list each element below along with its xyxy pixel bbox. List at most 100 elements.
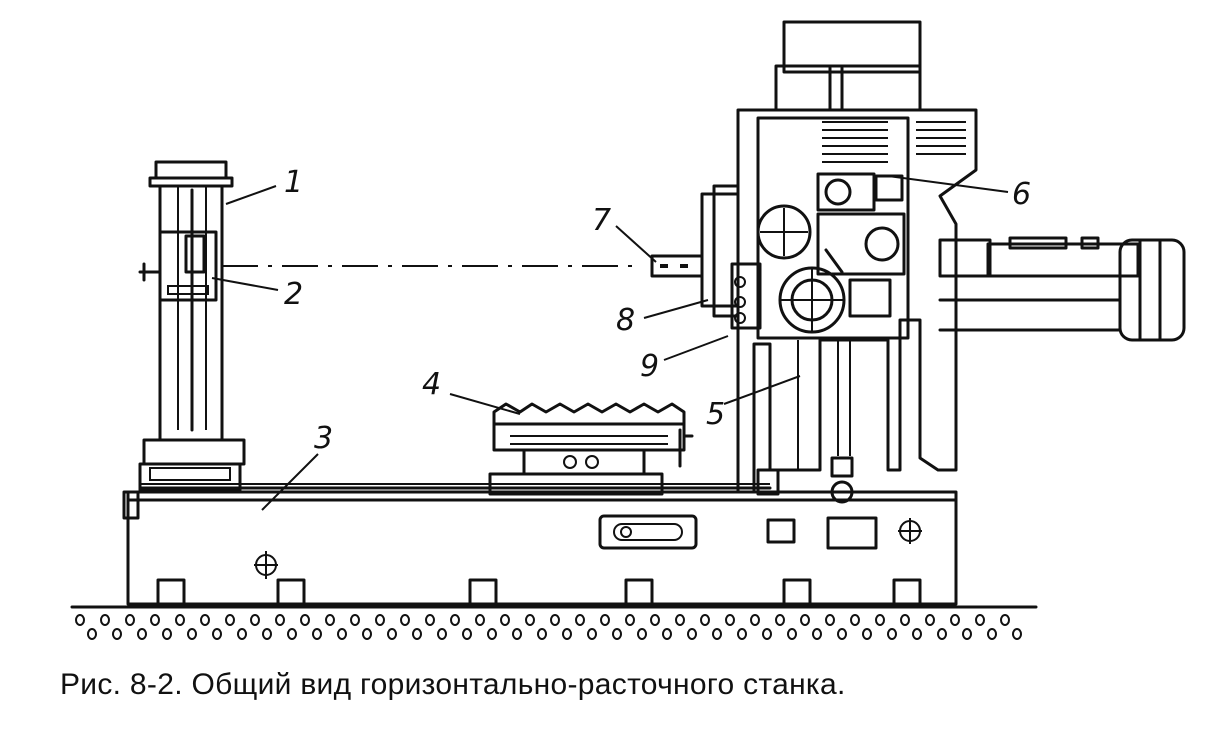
machine-bed (122, 483, 958, 606)
gravel-dot (487, 628, 497, 640)
gravel-dot (750, 614, 760, 626)
callout-7: 7 (592, 203, 611, 238)
gravel-dot (650, 614, 660, 626)
gravel-dot (625, 614, 635, 626)
floor-foundation (70, 605, 1038, 640)
vent-grille-right (916, 121, 966, 155)
gravel-dot (212, 628, 222, 640)
gravel-dot (900, 614, 910, 626)
main-column (736, 20, 978, 504)
gravel-dot (912, 628, 922, 640)
gravel-dot (287, 628, 297, 640)
gravel-dot (925, 614, 935, 626)
worktable (488, 402, 694, 496)
gravel-dot (575, 614, 585, 626)
gravel-dot (837, 628, 847, 640)
gravel-dot (950, 614, 960, 626)
headstock (756, 172, 906, 334)
gravel-dot (687, 628, 697, 640)
gravel-dot (200, 614, 210, 626)
gravel-dot (87, 628, 97, 640)
faceplate (700, 184, 740, 318)
gravel-dot (250, 614, 260, 626)
gravel-dot (125, 614, 135, 626)
gravel-dot (600, 614, 610, 626)
gravel-dot (962, 628, 972, 640)
callout-labels: 1 2 3 4 5 6 7 8 9 (284, 165, 1031, 456)
gravel-dot (637, 628, 647, 640)
gravel-dot (1012, 628, 1022, 640)
gravel-dot (612, 628, 622, 640)
gravel-dot (787, 628, 797, 640)
gravel-dot (812, 628, 822, 640)
gravel-dot (550, 614, 560, 626)
back-column-bearing-block (138, 230, 218, 302)
gravel-dot (887, 628, 897, 640)
gravel-dot (675, 614, 685, 626)
gravel-dot (150, 614, 160, 626)
callout-1: 1 (284, 165, 303, 200)
gravel-dot (725, 614, 735, 626)
gravel-dot (387, 628, 397, 640)
gravel-dot (450, 614, 460, 626)
gravel-dot (137, 628, 147, 640)
gravel-dot (775, 614, 785, 626)
feed-control-panel (730, 262, 762, 330)
gravel-dot (987, 628, 997, 640)
callout-5: 5 (706, 397, 725, 432)
gravel-dot (862, 628, 872, 640)
gravel-dot (975, 614, 985, 626)
gravel-dot (362, 628, 372, 640)
callout-9: 9 (640, 349, 659, 384)
callout-2: 2 (284, 277, 303, 312)
gravel-dot (75, 614, 85, 626)
gravel-dot (350, 614, 360, 626)
gravel-dot (462, 628, 472, 640)
gravel-dot (225, 614, 235, 626)
gravel-dot (412, 628, 422, 640)
gravel-dot (337, 628, 347, 640)
gravel-dot (262, 628, 272, 640)
gravel-dot (500, 614, 510, 626)
gravel-dot (275, 614, 285, 626)
gravel-dot (162, 628, 172, 640)
gravel-dot (537, 628, 547, 640)
gravel-dot (800, 614, 810, 626)
gravel-dot (762, 628, 772, 640)
gravel-dot (312, 628, 322, 640)
gravel-dot (425, 614, 435, 626)
gravel-dot (587, 628, 597, 640)
gravel-dot (400, 614, 410, 626)
callout-6: 6 (1012, 177, 1031, 212)
gravel-dot (325, 614, 335, 626)
gravel-dot (525, 614, 535, 626)
callout-4: 4 (422, 367, 441, 402)
callout-8: 8 (616, 303, 635, 338)
gravel-dot (737, 628, 747, 640)
gravel-dot (700, 614, 710, 626)
gravel-dot (112, 628, 122, 640)
gravel-dot (562, 628, 572, 640)
vent-grille-left (822, 121, 888, 163)
gravel-dot (375, 614, 385, 626)
back-column (138, 160, 246, 492)
gravel-dot (475, 614, 485, 626)
gravel-dot (662, 628, 672, 640)
leader-lines (211, 175, 1009, 511)
motor (938, 236, 1186, 342)
gravel-dot (712, 628, 722, 640)
gravel-dot (825, 614, 835, 626)
spindle (650, 254, 704, 278)
gravel-dot (175, 614, 185, 626)
gravel-dot (937, 628, 947, 640)
gravel-dot (875, 614, 885, 626)
gravel-dot (1000, 614, 1010, 626)
gravel-dot (850, 614, 860, 626)
callout-3: 3 (314, 421, 333, 456)
gravel-dot (187, 628, 197, 640)
figure-caption: Рис. 8-2. Общий вид горизонтально-расточ… (60, 668, 846, 701)
gravel-dot (300, 614, 310, 626)
gravel-dot (437, 628, 447, 640)
gravel-dot (100, 614, 110, 626)
